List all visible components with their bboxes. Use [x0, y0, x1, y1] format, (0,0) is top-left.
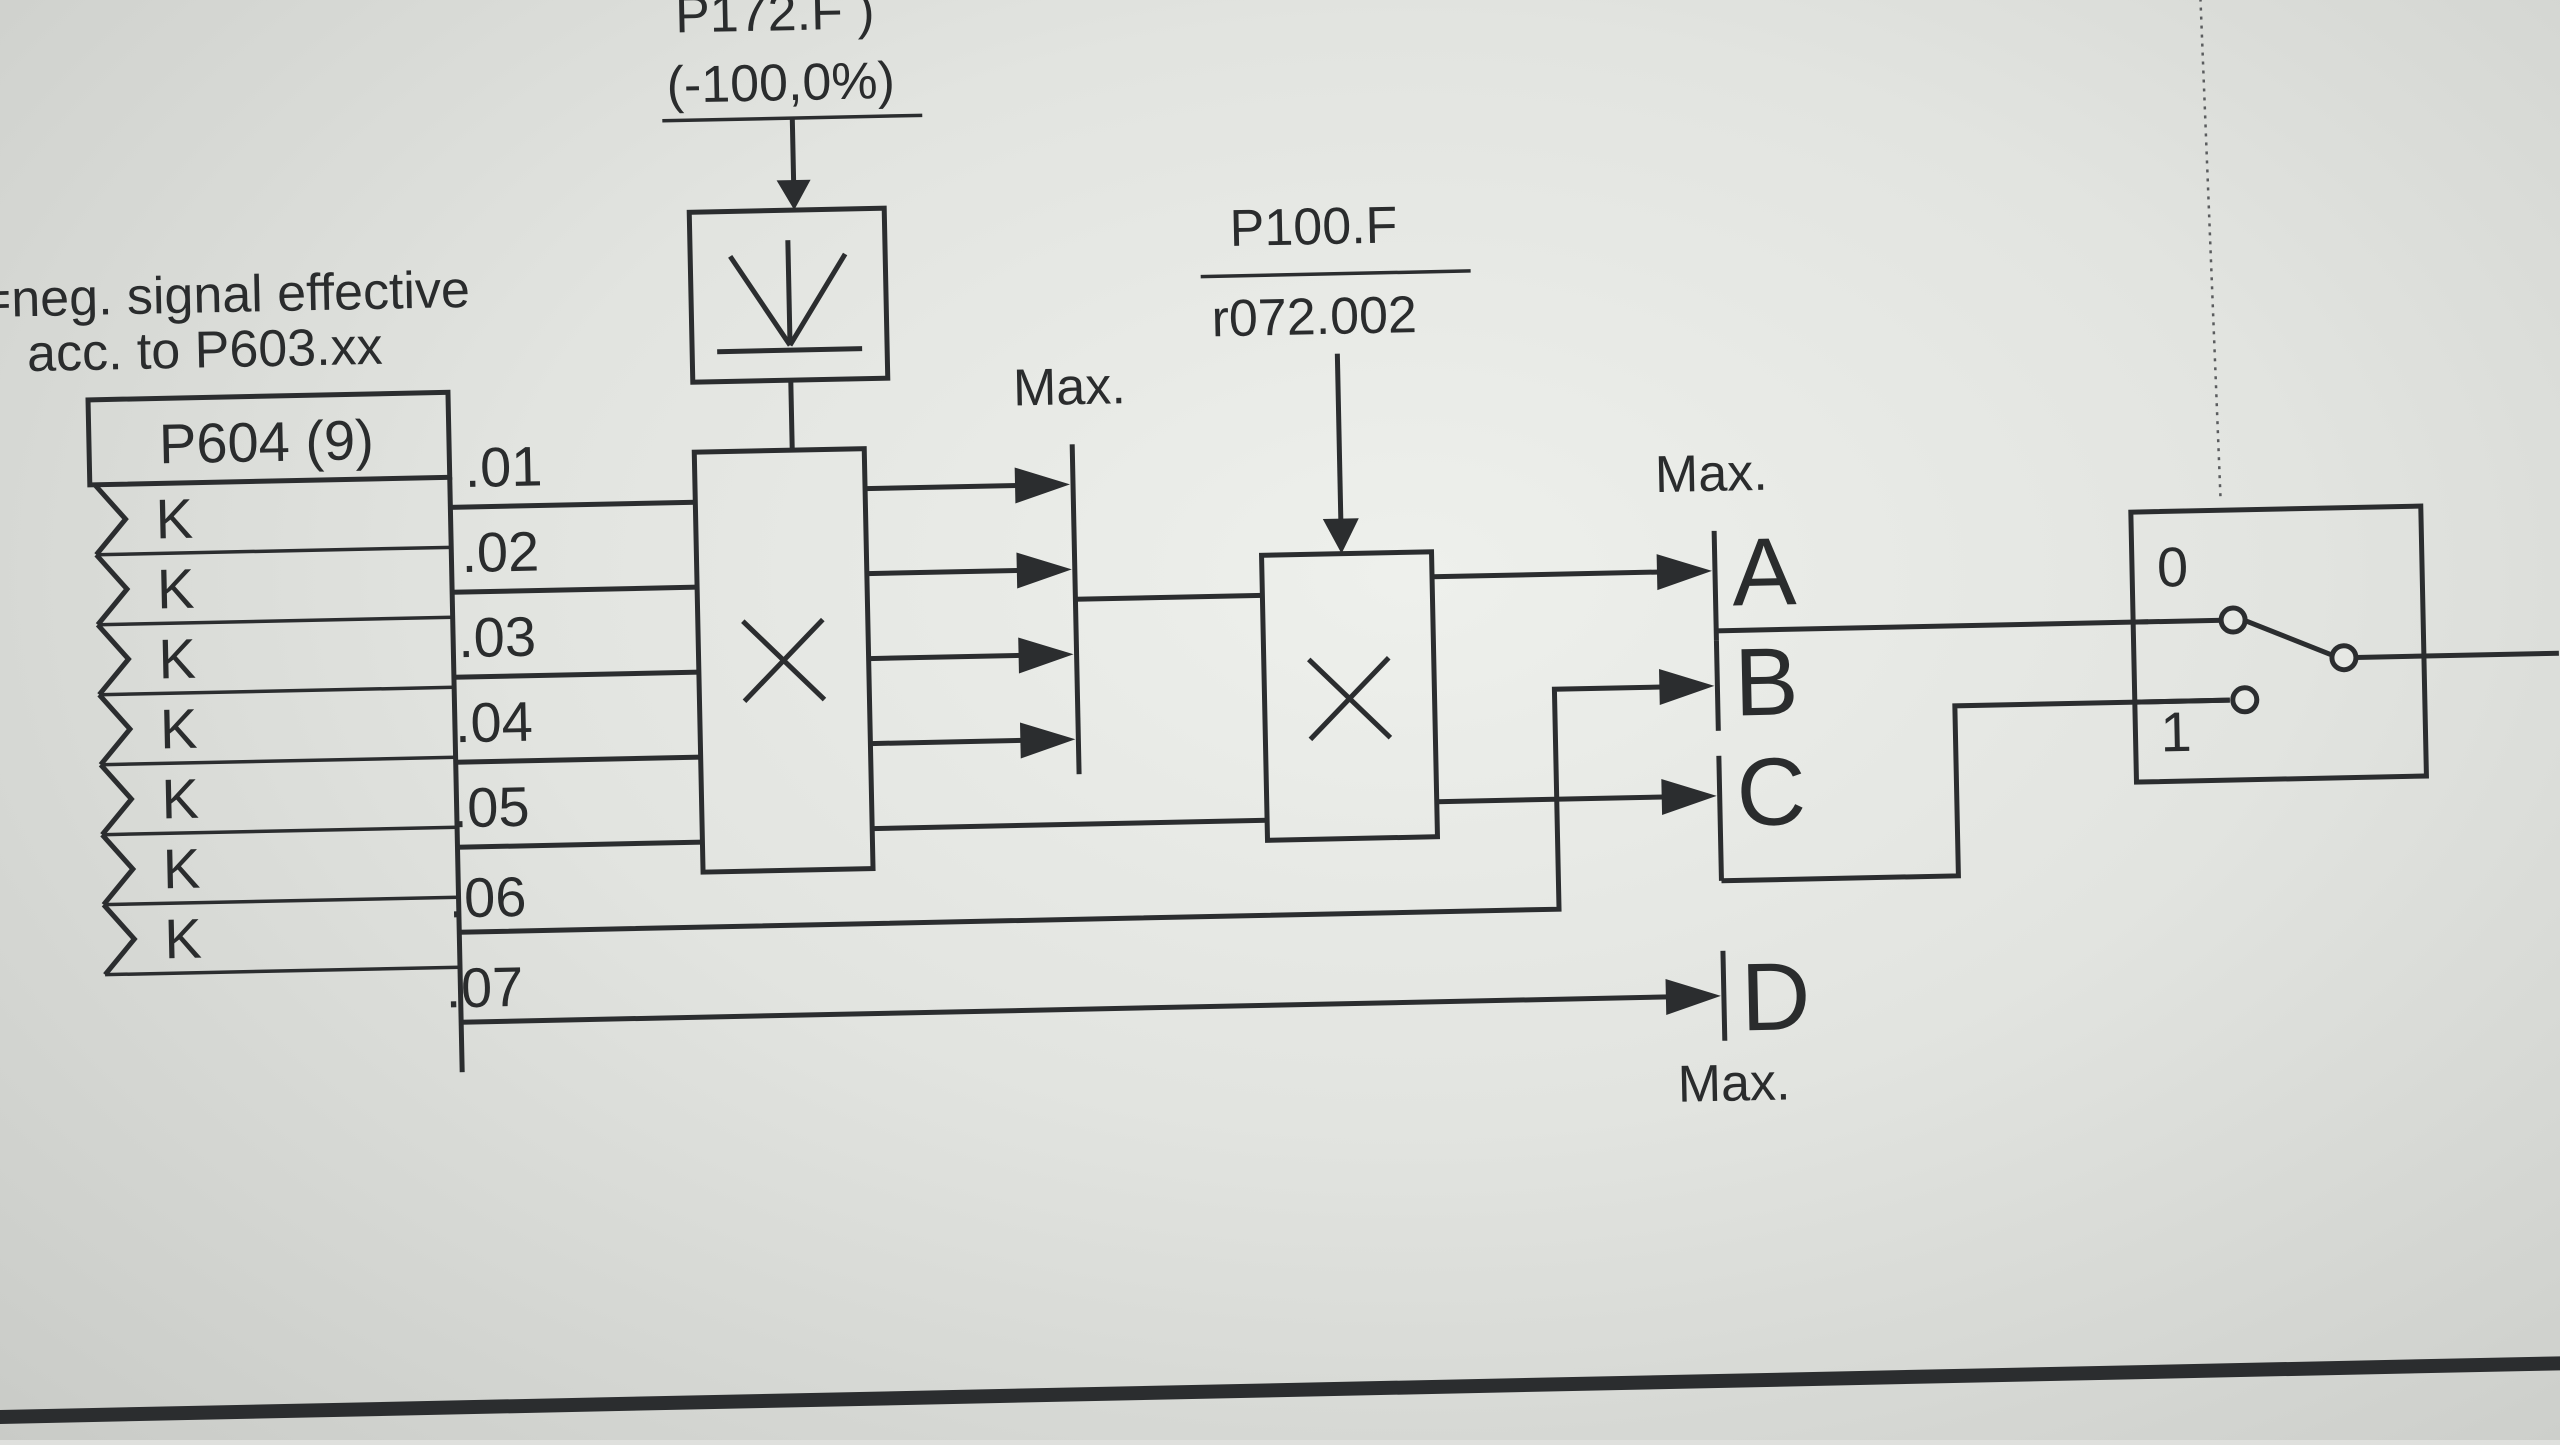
switch-output-line	[2355, 650, 2559, 660]
k-input-label: K	[164, 907, 203, 971]
p604-input-row: K .02	[94, 519, 540, 627]
top-param-partial-label: P172.F )	[675, 0, 876, 45]
switch-contact-1	[2230, 685, 2260, 715]
port-label: .07	[445, 955, 524, 1020]
p604-input-row: K .04	[97, 690, 533, 767]
mult2-param-top: P100.F	[1229, 196, 1398, 257]
port-label: .05	[451, 775, 530, 840]
mult2-param-divider	[1200, 269, 1471, 279]
mult1-out-3	[868, 652, 1039, 662]
signal-05-to-mult2	[872, 817, 1268, 832]
arrow-B	[1659, 669, 1715, 706]
p604-right-border	[447, 477, 465, 1073]
mult1-out-1	[865, 482, 1036, 492]
neg-signal-note-line2: acc. to P603.xx	[26, 318, 383, 383]
selector-input-D: D	[1740, 943, 1812, 1051]
mult1-out-arrow-4	[1019, 722, 1076, 759]
top-param-arrow-line	[789, 118, 797, 191]
mult2-to-A-line	[1431, 569, 1678, 580]
mult1-out-arrow-1	[1014, 467, 1071, 504]
arrow-A	[1656, 554, 1712, 591]
signal-07-to-D	[461, 994, 1686, 1025]
multiplier2-icon	[1307, 655, 1393, 742]
selector-input-C: C	[1736, 738, 1808, 846]
switch-block	[2128, 503, 2429, 785]
signal-line-03	[453, 669, 699, 680]
selector-bottom-max-label: Max.	[1677, 1053, 1791, 1113]
selector-input-A: A	[1731, 518, 1797, 626]
port-label: .04	[454, 690, 533, 755]
k-input-label: K	[156, 557, 195, 621]
signal-line-01	[450, 499, 696, 510]
k-input-label: K	[161, 767, 200, 831]
mult2-param-bottom: r072.002	[1211, 286, 1417, 348]
p604-input-row: K .05	[98, 763, 530, 840]
selector-bar-C	[1716, 755, 1724, 881]
switch-pos1-label: 1	[2160, 700, 2192, 764]
port-label: .02	[461, 519, 540, 584]
page-bottom-rule	[0, 1355, 2560, 1425]
k-input-label: K	[158, 627, 197, 691]
selector-bar-B	[1713, 640, 1721, 731]
p604-title: P604 (9)	[158, 408, 374, 475]
signal-line-05	[457, 839, 703, 850]
max1-label: Max.	[1012, 357, 1126, 417]
selector-to-switch0-line	[1716, 619, 2149, 634]
switch-pos0-label: 0	[2156, 535, 2188, 599]
signal-line-02	[452, 584, 698, 595]
mult2-param-arrow-line	[1334, 353, 1344, 529]
switch-pivot	[2329, 643, 2359, 673]
signal-line-04	[455, 754, 701, 765]
p604-title-box	[85, 389, 453, 488]
max1-bar	[1069, 444, 1082, 775]
selector-bar-AB	[1711, 530, 1719, 641]
mult1-out-4	[870, 737, 1041, 747]
selector-bar-D	[1720, 950, 1728, 1041]
k-input-label: K	[155, 487, 194, 551]
mult1-out-arrow-2	[1016, 552, 1072, 589]
p604-input-rows: K .01 K .02 K .03 K .04	[92, 434, 543, 1020]
p604-input-row: K .03	[95, 605, 537, 697]
selector-top-max-label: Max.	[1654, 444, 1768, 504]
arrow-D	[1665, 978, 1721, 1015]
mult2-param-arrowhead	[1322, 518, 1359, 554]
switch-lever	[2242, 617, 2340, 661]
k-input-label: K	[162, 837, 201, 901]
port-label: .03	[457, 605, 536, 670]
top-param-range: (-100,0%)	[666, 52, 895, 115]
k-input-label: K	[159, 697, 198, 761]
top-param-arrowhead	[776, 179, 811, 211]
switch-input0-wire	[2133, 617, 2224, 625]
mult1-out-arrow-3	[1018, 637, 1074, 674]
port-label: .01	[464, 434, 543, 499]
selector-to-switch1-line	[1721, 697, 2230, 884]
mult1-out-2	[866, 567, 1037, 577]
multiplier2-block	[1258, 549, 1441, 843]
neg-signal-note-line1: =neg. signal effective	[0, 261, 470, 329]
limiter-icon	[717, 240, 863, 355]
switch-contact-0	[2218, 605, 2248, 635]
multiplier1-icon	[741, 617, 827, 703]
max1-to-mult2-line	[1075, 592, 1263, 602]
signal-06-to-B	[459, 684, 1680, 935]
p604-input-row: K .01	[92, 434, 543, 557]
switch-input1-wire	[2134, 697, 2230, 705]
selector-input-B: B	[1733, 628, 1799, 736]
dotted-guide-line	[2198, 0, 2222, 501]
arrow-C	[1661, 779, 1717, 816]
limiter-to-multiplier-line	[788, 380, 795, 451]
